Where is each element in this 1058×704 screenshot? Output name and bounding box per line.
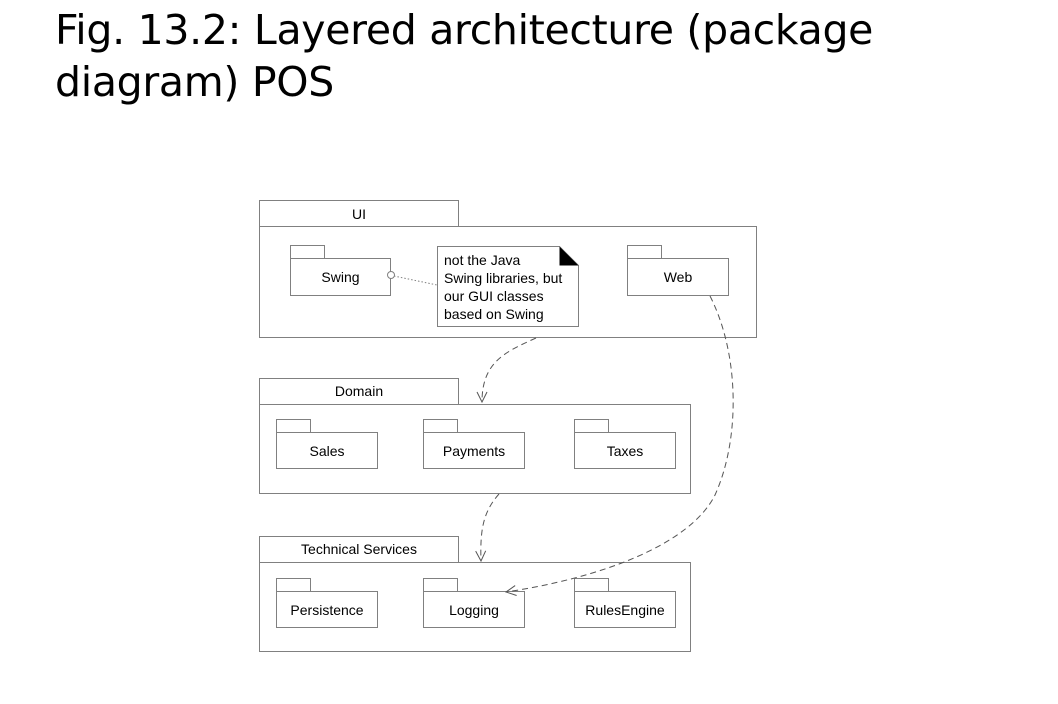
- web-package[interactable]: Web: [627, 245, 729, 296]
- taxes-package[interactable]: Taxes: [574, 419, 676, 469]
- logging-package[interactable]: Logging: [423, 578, 525, 628]
- logging-package-label: Logging: [449, 602, 499, 618]
- payments-package-tab: [423, 419, 458, 433]
- domain-layer-tab: [259, 378, 459, 405]
- swing-package-tab: [290, 245, 325, 259]
- domain-to-technical-dependency-arrow: [481, 493, 500, 561]
- persistence-package[interactable]: Persistence: [276, 578, 378, 628]
- logging-package-body: [423, 591, 525, 628]
- note-text-line-4: based on Swing: [444, 306, 544, 322]
- note-folded-corner: [559, 246, 579, 266]
- slide-title: Fig. 13.2: Layered architecture (package…: [55, 4, 1015, 108]
- taxes-package-label: Taxes: [607, 443, 644, 459]
- note-anchor-circle: [387, 271, 395, 279]
- logging-package-tab: [423, 578, 458, 592]
- web-package-label: Web: [664, 269, 693, 285]
- rules-engine-package-label: RulesEngine: [585, 602, 665, 618]
- payments-package-label: Payments: [443, 443, 505, 459]
- technical-services-layer-label: Technical Services: [301, 541, 417, 557]
- persistence-package-body: [276, 591, 378, 628]
- rules-engine-package-tab: [574, 578, 609, 592]
- note-text-line-3: our GUI classes: [444, 288, 544, 304]
- taxes-package-body: [574, 432, 676, 469]
- sales-package-body: [276, 432, 378, 469]
- note-text-line-1: not the Java: [444, 252, 520, 268]
- sales-package-label: Sales: [309, 443, 344, 459]
- payments-package-body: [423, 432, 525, 469]
- persistence-package-tab: [276, 578, 311, 592]
- taxes-package-tab: [574, 419, 609, 433]
- sales-package-tab: [276, 419, 311, 433]
- rules-engine-package[interactable]: RulesEngine: [574, 578, 676, 628]
- payments-package[interactable]: Payments: [423, 419, 525, 469]
- slide-title-line-1: Fig. 13.2: Layered architecture (package: [55, 6, 874, 54]
- swing-note: not the Java Swing libraries, but our GU…: [387, 246, 579, 327]
- web-package-body: [627, 258, 729, 296]
- sales-package[interactable]: Sales: [276, 419, 378, 469]
- ui-to-domain-dependency-arrow: [482, 337, 537, 402]
- swing-package-label: Swing: [321, 269, 359, 285]
- domain-layer-label: Domain: [335, 383, 383, 399]
- slide-title-line-2: diagram) POS: [55, 58, 334, 106]
- note-text-line-2: Swing libraries, but: [444, 270, 562, 286]
- note-anchor-line: [393, 275, 438, 286]
- web-package-tab: [627, 245, 662, 259]
- note-body: [437, 246, 579, 327]
- persistence-package-label: Persistence: [290, 602, 363, 618]
- technical-services-layer-tab: [259, 536, 459, 563]
- ui-layer-label: UI: [352, 206, 366, 222]
- rules-engine-package-body: [574, 591, 676, 628]
- web-to-logging-dependency-arrow: [506, 295, 734, 592]
